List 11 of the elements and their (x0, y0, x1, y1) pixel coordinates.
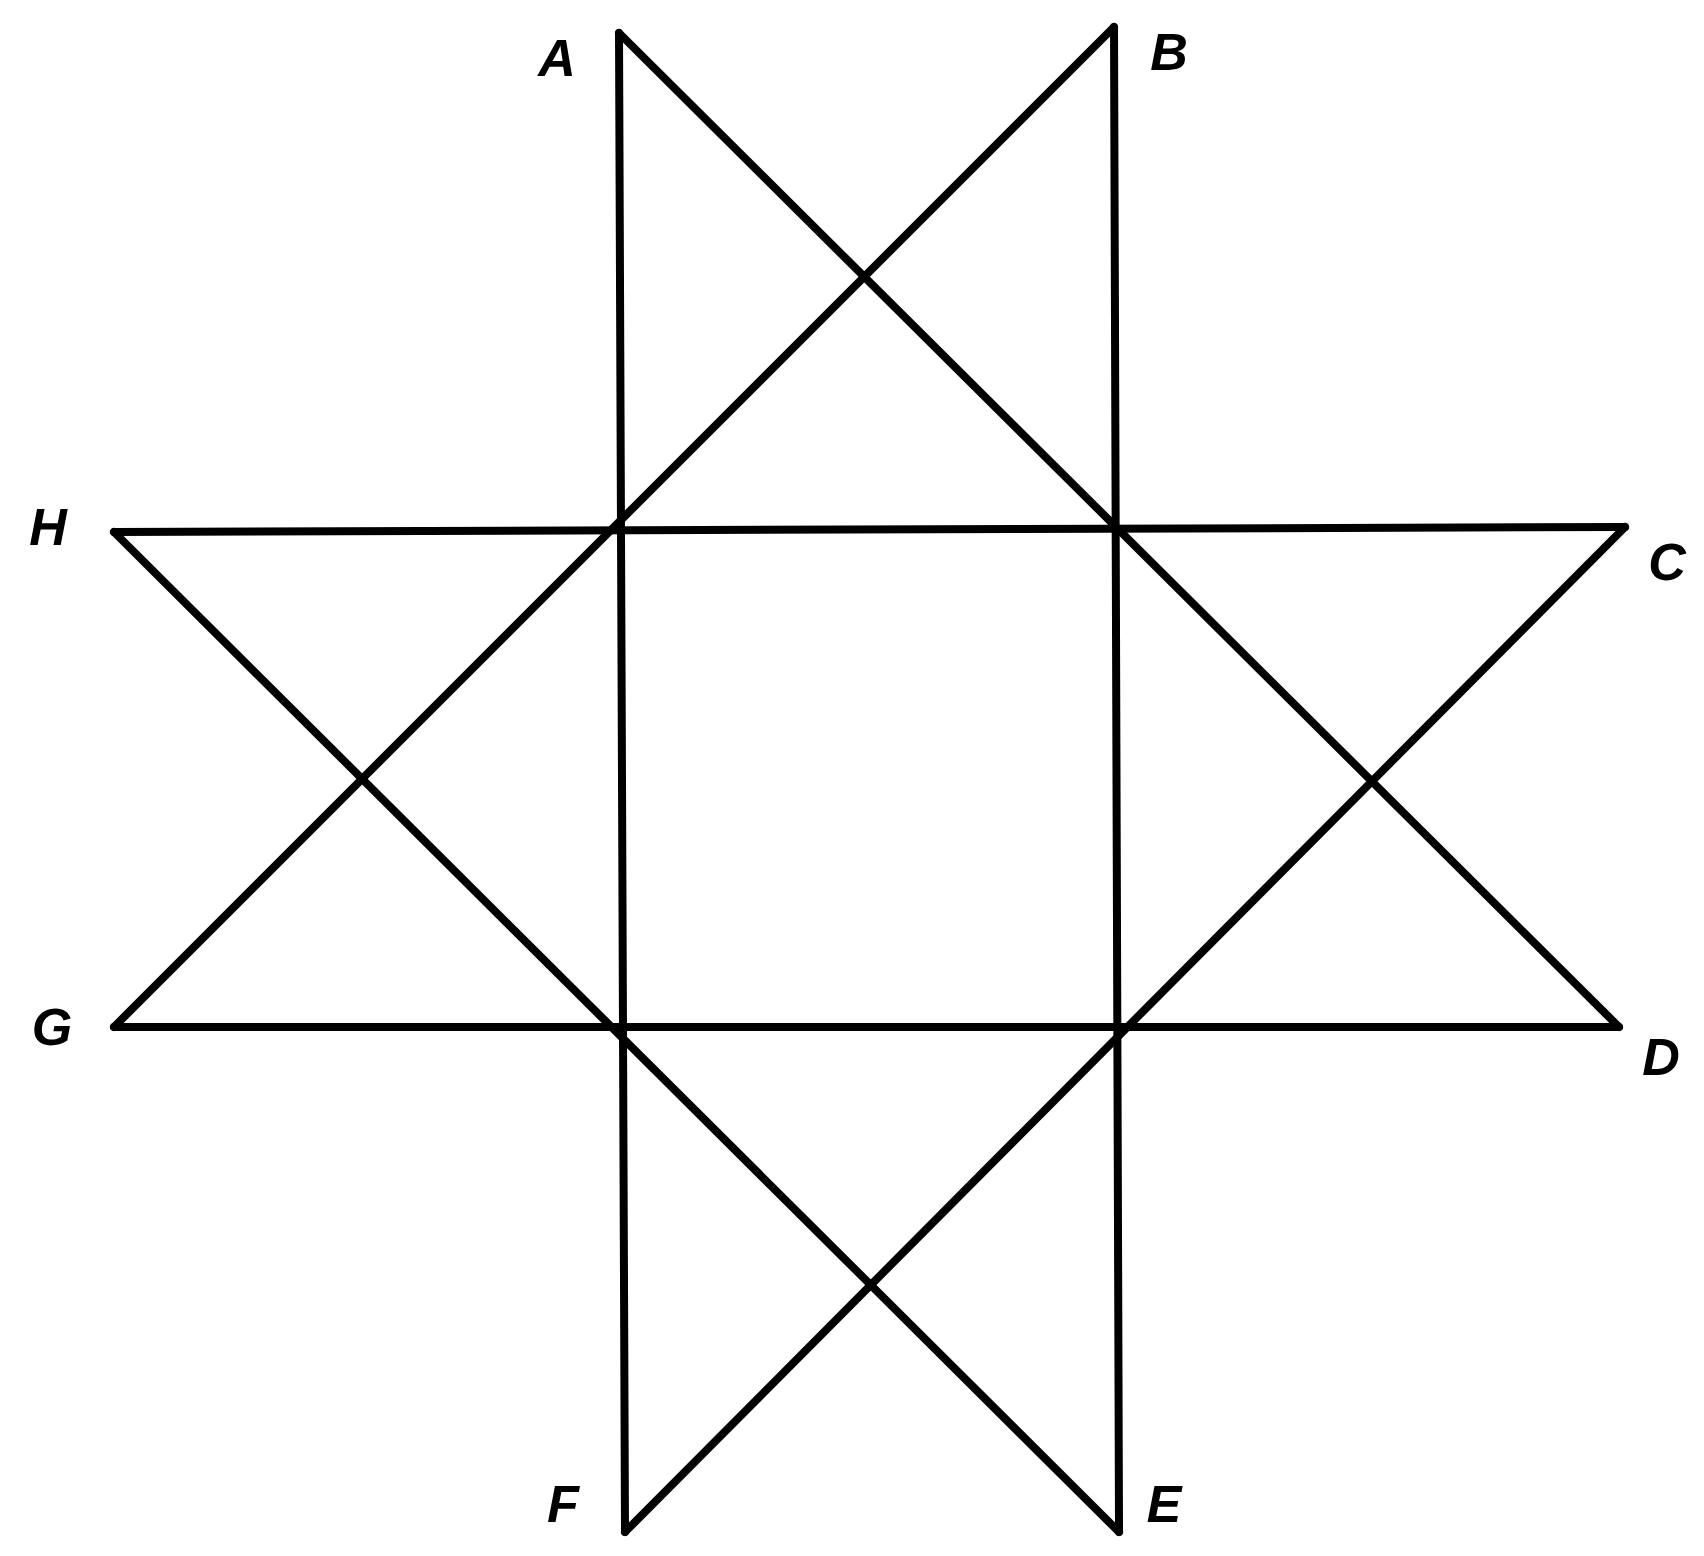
point-label: B (1151, 34, 1186, 70)
point-label: E (1147, 1486, 1183, 1522)
point-label: H (30, 509, 68, 545)
line (110, 1023, 1623, 1031)
point-label: D (1643, 1039, 1679, 1075)
line (621, 523, 1629, 1536)
point-label: C (1650, 543, 1687, 581)
point-label: F (548, 1486, 580, 1522)
point-label: G (34, 1008, 71, 1046)
point-label: A (537, 40, 573, 76)
line (110, 528, 1123, 1536)
